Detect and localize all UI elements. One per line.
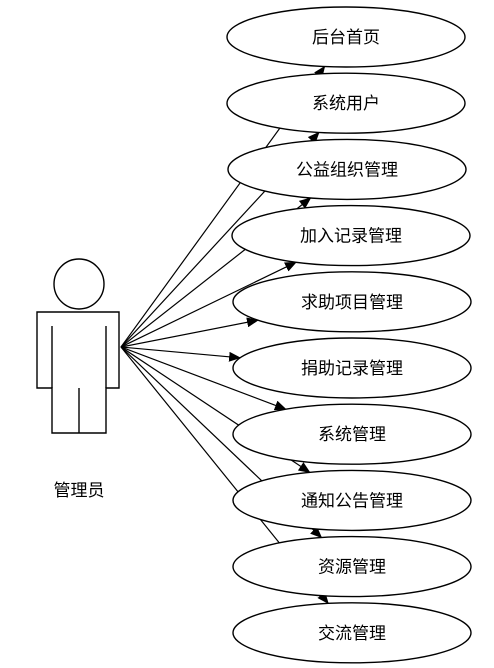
use-case-label: 后台首页 (312, 28, 380, 48)
actor-head (53, 258, 105, 310)
association-arrow-donation-record-management (120, 346, 242, 362)
use-case-ellipse (232, 403, 472, 465)
use-case-ellipse (227, 138, 467, 201)
use-case-join-record-management: 加入记录管理 (231, 204, 471, 267)
actor-admin: 管理员 (36, 258, 120, 501)
use-case-home: 后台首页 (226, 6, 466, 68)
actor-label: 管理员 (54, 481, 105, 501)
use-case-label: 通知公告管理 (301, 491, 403, 511)
use-case-notice-management: 通知公告管理 (232, 469, 472, 532)
use-case-help-project-management: 求助项目管理 (232, 271, 472, 333)
association-arrow-help-project-management (120, 317, 259, 348)
use-case-ellipse (226, 72, 466, 134)
association-arrow-join-record-management (120, 261, 298, 348)
use-case-label: 系统用户 (312, 94, 380, 114)
use-case-charity-org-management: 公益组织管理 (227, 138, 467, 201)
use-case-label: 公益组织管理 (296, 160, 398, 180)
use-case-label: 资源管理 (318, 558, 386, 578)
use-case-donation-record-management: 捐助记录管理 (232, 337, 472, 399)
use-case-system-users: 系统用户 (226, 72, 466, 134)
association-arrow-system-management (120, 346, 287, 411)
use-case-ellipse (232, 535, 472, 598)
person-icon (36, 258, 120, 434)
use-case-resource-management: 资源管理 (232, 535, 472, 598)
use-case-system-management: 系统管理 (232, 403, 472, 465)
use-case-ellipse (231, 204, 471, 267)
use-case-ellipse (232, 602, 472, 664)
use-case-label: 系统管理 (318, 425, 386, 445)
use-case-label: 交流管理 (318, 624, 386, 644)
use-case-label: 求助项目管理 (301, 293, 403, 313)
use-case-ellipse (226, 6, 466, 68)
use-case-ellipse (232, 337, 472, 399)
use-case-exchange-management: 交流管理 (232, 602, 472, 664)
use-case-ellipse (232, 469, 472, 532)
use-case-label: 捐助记录管理 (301, 359, 403, 379)
use-case-label: 加入记录管理 (300, 227, 402, 247)
use-case-list: 后台首页系统用户公益组织管理加入记录管理求助项目管理捐助记录管理系统管理通知公告… (226, 6, 472, 664)
use-case-ellipse (232, 271, 472, 333)
